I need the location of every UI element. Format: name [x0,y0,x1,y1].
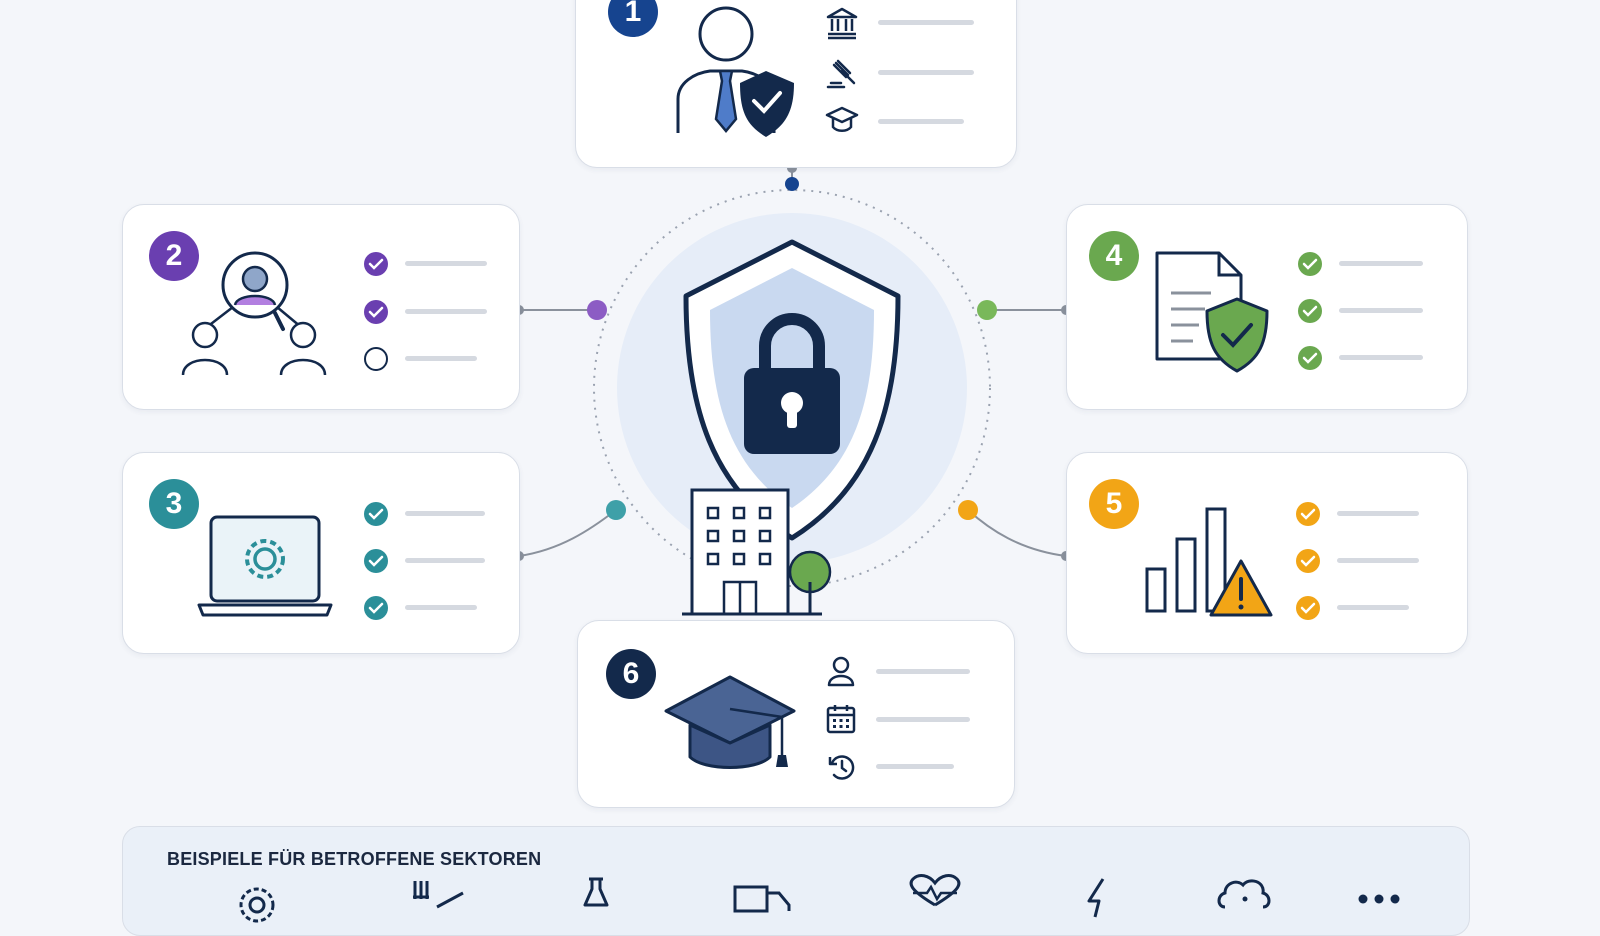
card-2-line-1 [405,261,487,266]
check-circle-icon [1296,502,1320,526]
card-6: 6 [577,620,1015,808]
check-circle-icon [1298,252,1322,276]
graduation-cap-icon [825,106,859,132]
card-3-badge: 3 [149,479,199,529]
food-icon [413,881,464,909]
dotted-ring [593,189,991,587]
card-4: 4 [1066,204,1468,410]
card-2-badge: 2 [149,231,199,281]
sectors-panel: BEISPIELE FÜR BETROFFENE SEKTOREN [122,826,1470,936]
card-4-line-1 [1339,261,1423,266]
card-1-line-3 [878,119,964,124]
network-people-icon [181,251,327,376]
graduation-cap-large-icon [664,675,796,769]
card-3-line-3 [405,605,477,610]
check-circle-icon [1298,346,1322,370]
empty-circle-icon [364,347,388,371]
laptop-gear-icon [197,515,333,617]
chart-warning-icon [1145,507,1273,617]
card-5: 5 [1066,452,1468,654]
tree-icon [788,550,832,614]
card-6-line-3 [876,764,954,769]
check-circle-icon [1296,549,1320,573]
connector-dot-4 [977,300,997,320]
document-shield-icon [1155,251,1269,373]
check-circle-icon [364,596,388,620]
shield-lock-icon [683,239,901,541]
lightning-icon [1087,878,1105,918]
gavel-icon [826,59,856,89]
card-1-line-2 [878,70,974,75]
card-2: 2 [122,204,520,410]
card-4-line-2 [1339,308,1423,313]
connector-dot-5 [958,500,978,520]
heart-pulse-icon [909,874,961,907]
card-2-line-2 [405,309,487,314]
check-circle-icon [1298,299,1322,323]
card-1-badge: 1 [608,0,658,37]
calendar-icon [826,705,856,734]
card-5-line-2 [1337,558,1419,563]
card-1: 1 [575,0,1017,168]
card-5-line-3 [1337,605,1409,610]
government-building-icon [826,7,858,40]
history-icon [828,755,855,780]
card-1-line-1 [878,20,974,25]
card-2-line-3 [405,356,477,361]
check-circle-icon [1296,596,1320,620]
card-6-line-1 [876,669,970,674]
card-6-line-2 [876,717,970,722]
connector-dot-2 [587,300,607,320]
office-building-icon [682,488,832,616]
card-5-badge: 5 [1089,479,1139,529]
gear-icon [239,887,275,923]
check-circle-icon [364,300,388,324]
check-circle-icon [364,549,388,573]
check-circle-icon [364,252,388,276]
card-3-line-2 [405,558,485,563]
cloud-icon [1217,879,1271,909]
card-6-badge: 6 [606,649,656,699]
card-5-line-1 [1337,511,1419,516]
card-4-badge: 4 [1089,231,1139,281]
connector-dot-3 [606,500,626,520]
truck-icon [733,885,791,913]
card-3: 3 [122,452,520,654]
check-circle-icon [364,502,388,526]
sectors-title: BEISPIELE FÜR BETROFFENE SEKTOREN [167,849,542,869]
card-3-line-1 [405,511,485,516]
person-icon [827,656,855,687]
connector-dot-1 [785,177,799,191]
official-shield-icon [676,6,794,137]
more-dots-icon [1358,894,1400,904]
flask-icon [583,877,609,907]
card-4-line-3 [1339,355,1423,360]
